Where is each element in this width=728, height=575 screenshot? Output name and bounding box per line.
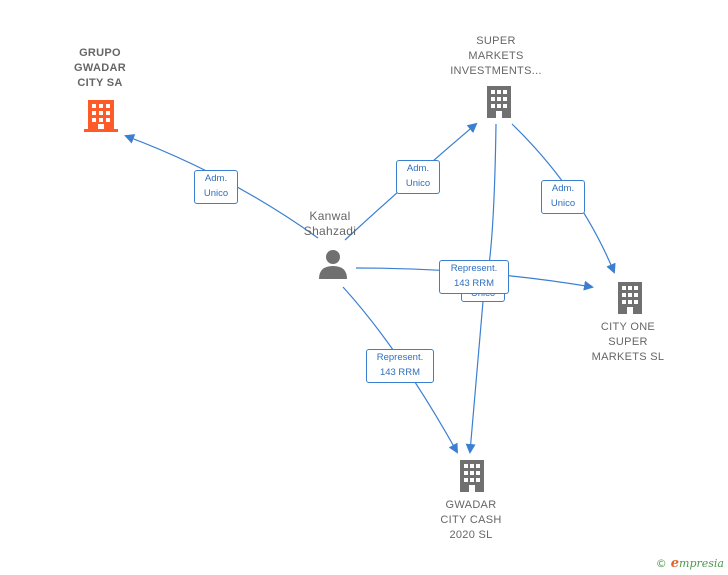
edge-label-adm-unico: Adm. Unico: [396, 160, 440, 194]
edge-label-represent: Represent. 143 RRM: [366, 349, 434, 383]
brand-name: mpresia: [679, 557, 724, 570]
person-icon[interactable]: [317, 248, 349, 280]
person-label[interactable]: Kanwal Shahzadi: [303, 209, 357, 238]
building-icon[interactable]: [614, 280, 646, 316]
edge-label-represent: Represent. 143 RRM: [439, 260, 509, 294]
company-city-one-label[interactable]: CITY ONE SUPER MARKETS SL: [591, 321, 665, 363]
empresia-logo: ©empresia: [656, 556, 724, 571]
building-icon-highlight[interactable]: [84, 98, 118, 132]
copyright-symbol: ©: [655, 557, 667, 570]
edge-label-adm-unico: Adm. Unico: [541, 180, 585, 214]
building-icon[interactable]: [483, 84, 515, 120]
edge-label-adm-unico: Adm. Unico: [194, 170, 238, 204]
building-icon[interactable]: [456, 458, 488, 494]
company-gwadar-2020-label[interactable]: GWADAR CITY CASH 2020 SL: [440, 499, 502, 541]
brand-initial: e: [670, 556, 680, 571]
company-super-markets-label[interactable]: SUPER MARKETS INVESTMENTS...: [450, 35, 542, 77]
company-grupo-gwadar-label[interactable]: GRUPO GWADAR CITY SA: [74, 47, 126, 89]
